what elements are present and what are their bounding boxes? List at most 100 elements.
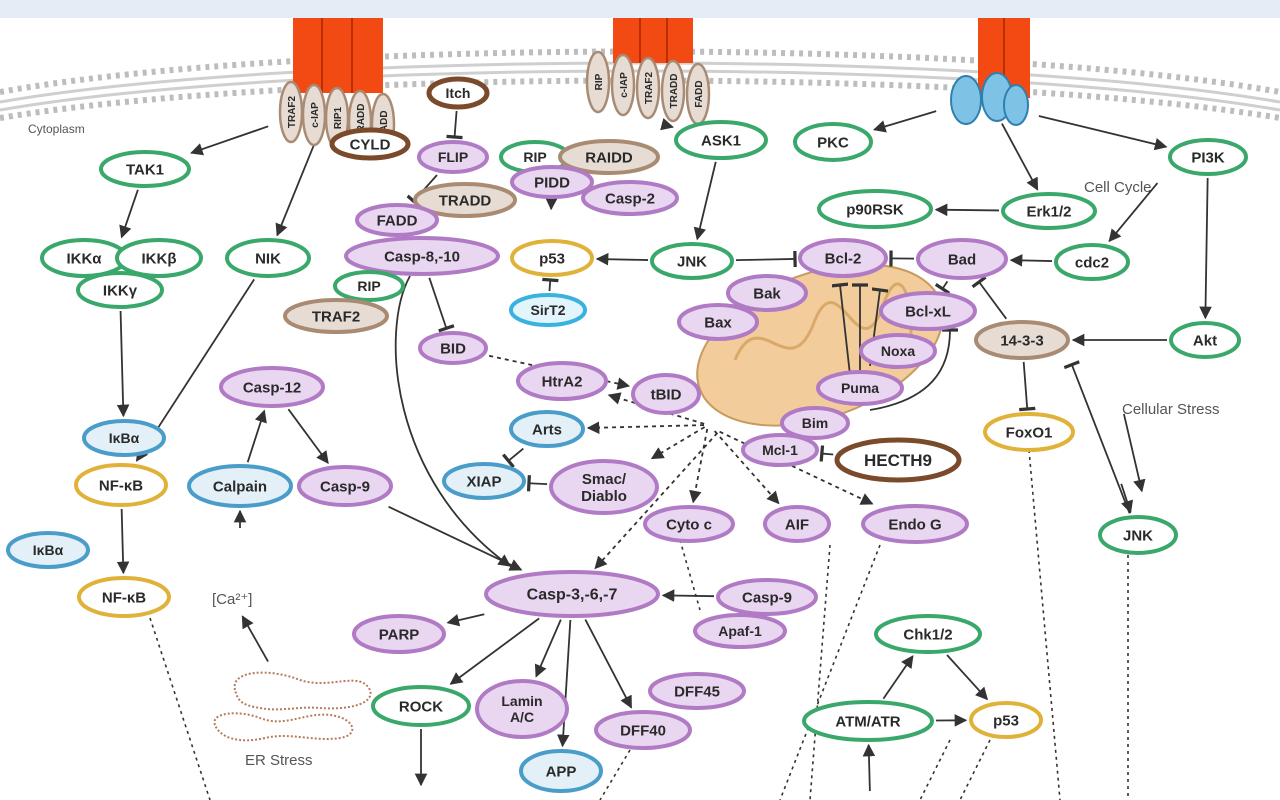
edge-line xyxy=(116,310,130,418)
node-nfkb1: NF-κB xyxy=(74,463,168,507)
receptor-right xyxy=(950,18,1030,126)
edge-line xyxy=(449,617,540,685)
edge-line xyxy=(693,161,717,241)
edge-line xyxy=(287,408,329,464)
node-arts: Arts xyxy=(509,410,585,448)
svg-text:Puma: Puma xyxy=(841,380,879,396)
svg-text:RAIDD: RAIDD xyxy=(585,149,633,166)
node-akt: Akt xyxy=(1169,321,1241,359)
svg-text:TRADD: TRADD xyxy=(356,104,367,139)
node-bid: BID xyxy=(418,331,488,365)
svg-text:RIP: RIP xyxy=(594,73,605,90)
svg-text:XIAP: XIAP xyxy=(466,473,501,490)
node-atm: ATM/ATR xyxy=(802,700,934,742)
svg-text:RIP: RIP xyxy=(357,278,380,294)
edge-line xyxy=(246,409,267,463)
node-bclxl: Bcl-xL xyxy=(879,291,977,331)
svg-text:Bak: Bak xyxy=(753,285,781,302)
node-chk: Chk1/2 xyxy=(874,614,982,654)
node-ask1: ASK1 xyxy=(674,120,768,160)
svg-text:RIP1: RIP1 xyxy=(333,106,344,129)
svg-text:Endo G: Endo G xyxy=(888,516,941,533)
node-p53_top: p53 xyxy=(510,239,594,277)
svg-text:14-3-3: 14-3-3 xyxy=(1000,332,1043,349)
svg-text:Chk1/2: Chk1/2 xyxy=(903,626,952,643)
svg-text:Bax: Bax xyxy=(704,314,732,331)
svg-text:Arts: Arts xyxy=(532,421,562,438)
svg-text:Cyto c: Cyto c xyxy=(666,516,712,533)
edge-line xyxy=(1009,254,1053,267)
svg-text:APP: APP xyxy=(546,763,577,780)
node-cdc2: cdc2 xyxy=(1054,243,1130,281)
svg-text:TRADD: TRADD xyxy=(669,74,680,109)
svg-text:Bim: Bim xyxy=(802,415,828,431)
svg-text:TAK1: TAK1 xyxy=(126,161,164,178)
edge-line xyxy=(595,252,649,266)
edge-line xyxy=(534,619,562,678)
node-casp9a: Casp-9 xyxy=(297,465,393,507)
edge-curve xyxy=(831,282,851,376)
node-tbid: tBID xyxy=(631,373,701,415)
node-p90rsk: p90RSK xyxy=(817,189,933,229)
node-calpain: Calpain xyxy=(187,464,293,508)
svg-text:c-IAP: c-IAP xyxy=(310,102,321,128)
edges xyxy=(116,110,1212,800)
node-casp810: Casp-8,-10 xyxy=(344,236,500,276)
node-casp9b: Casp-9 xyxy=(716,578,818,616)
nodes: CYLDItchFLIPTRADDFADDCasp-8,-10RIPTRAF2T… xyxy=(6,76,1248,793)
svg-text:IKKγ: IKKγ xyxy=(103,282,138,299)
edge-line xyxy=(661,589,715,602)
svg-text:Diablo: Diablo xyxy=(581,488,627,505)
edge-line xyxy=(735,250,797,268)
edge-line xyxy=(959,739,991,800)
svg-text:JNK: JNK xyxy=(677,253,707,270)
node-xiap: XIAP xyxy=(442,462,526,500)
receptor-left xyxy=(293,18,383,93)
svg-text:ATM/ATR: ATM/ATR xyxy=(835,713,900,730)
svg-text:NIK: NIK xyxy=(255,250,281,267)
node-aif: AIF xyxy=(763,505,831,543)
svg-text:IκBα: IκBα xyxy=(33,542,64,558)
node-bak: Bak xyxy=(726,274,808,312)
edge-line xyxy=(809,544,831,800)
edge-line xyxy=(679,539,701,611)
svg-text:NF-κB: NF-κB xyxy=(99,477,143,494)
edge-curve xyxy=(869,328,959,411)
edge-line xyxy=(586,421,705,434)
edge-line xyxy=(275,133,320,237)
adaptor-traf2: TRAF2 xyxy=(635,56,661,120)
svg-text:FLIP: FLIP xyxy=(438,149,468,165)
edge-line xyxy=(1199,177,1212,320)
edge-line xyxy=(241,615,269,662)
svg-text:PIDD: PIDD xyxy=(534,174,570,191)
svg-text:ROCK: ROCK xyxy=(399,698,443,715)
svg-text:cdc2: cdc2 xyxy=(1075,254,1109,271)
node-fadd: FADD xyxy=(355,203,439,237)
edge-line xyxy=(149,617,211,800)
node-rip_l: RIP xyxy=(333,270,405,302)
svg-text:JNK: JNK xyxy=(1123,527,1153,544)
edge-line xyxy=(556,619,572,748)
svg-text:Casp-9: Casp-9 xyxy=(742,589,792,606)
node-app: APP xyxy=(519,749,603,793)
edge-line xyxy=(934,280,951,295)
node-nik: NIK xyxy=(225,238,311,278)
edge-line xyxy=(1123,413,1146,493)
edge-line xyxy=(660,118,674,131)
svg-text:IKKβ: IKKβ xyxy=(142,250,177,267)
svg-text:Mcl-1: Mcl-1 xyxy=(762,442,798,458)
edge-line xyxy=(526,475,548,492)
edge-line xyxy=(428,277,455,333)
svg-text:IKKα: IKKα xyxy=(66,250,102,267)
svg-text:p53: p53 xyxy=(993,712,1019,729)
node-sirt2: SirT2 xyxy=(509,293,587,327)
edge-line xyxy=(882,655,914,700)
node-dff40: DFF40 xyxy=(594,710,692,750)
svg-text:Bcl-2: Bcl-2 xyxy=(825,250,862,267)
edge-line xyxy=(190,125,269,156)
node-ikba2: IκBα xyxy=(6,531,90,569)
svg-text:FADD: FADD xyxy=(379,110,390,137)
svg-text:Casp-3,-6,-7: Casp-3,-6,-7 xyxy=(527,587,618,604)
node-jnk_top: JNK xyxy=(650,242,734,280)
svg-text:p53: p53 xyxy=(539,250,565,267)
